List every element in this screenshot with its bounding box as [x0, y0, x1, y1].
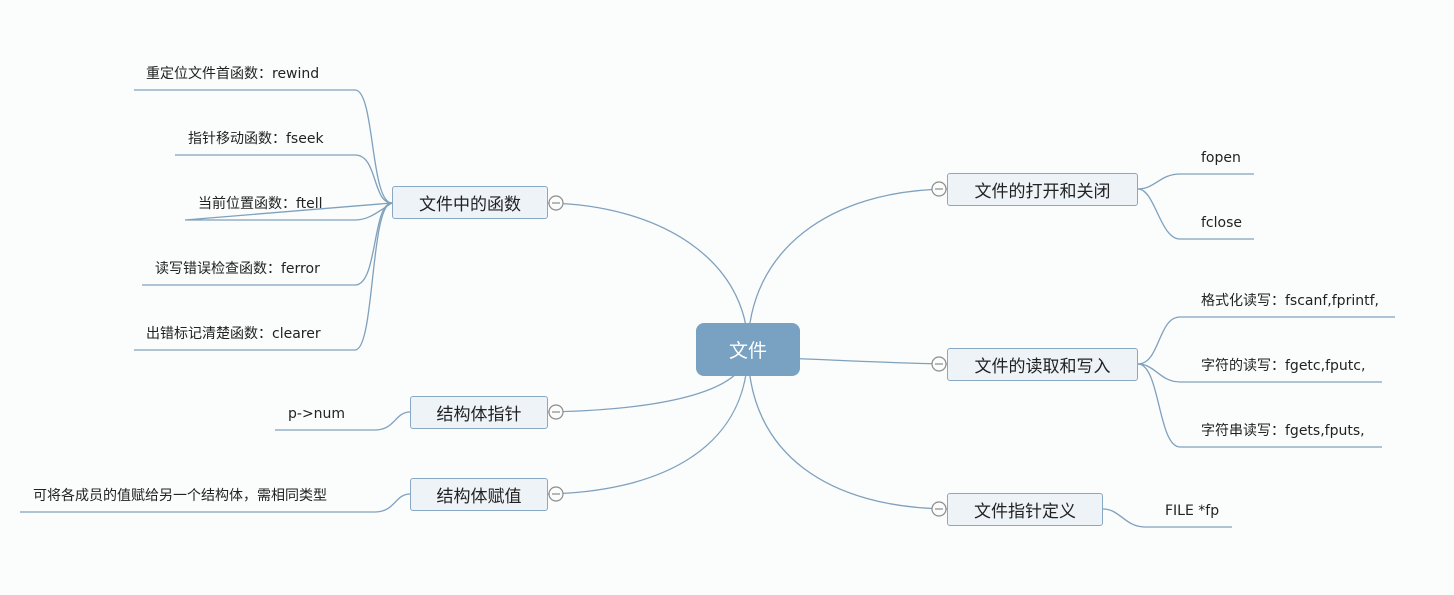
topic-label: 文件的读取和写入 [974, 357, 1111, 377]
topic-struct-assign[interactable]: 结构体赋值 [410, 478, 548, 511]
topic-label: 文件指针定义 [974, 502, 1076, 522]
connector-functions-fseek [175, 154, 393, 204]
subtopic-ferror[interactable]: 读写错误检查函数：ferror [155, 261, 320, 277]
connector-rw-string [1137, 363, 1382, 448]
topic-file-functions[interactable]: 文件中的函数 [392, 186, 548, 219]
connector-rw-format [1137, 316, 1395, 365]
subtopic-format-rw[interactable]: 格式化读写：fscanf,fprintf, [1201, 293, 1379, 309]
subtopic-rewind[interactable]: 重定位文件首函数：rewind [146, 66, 320, 82]
connector-root-open-close [747, 188, 949, 350]
collapse-toggle-read-write[interactable] [931, 356, 947, 372]
subtopic-p-num[interactable]: p->num [288, 406, 346, 422]
subtopic-fseek[interactable]: 指针移动函数：fseek [188, 131, 324, 147]
connector-functions-rewind [134, 89, 393, 204]
collapse-toggle-open-close[interactable] [931, 181, 947, 197]
connector-functions-clearer [134, 202, 393, 351]
topic-file-read-write[interactable]: 文件的读取和写入 [947, 348, 1138, 381]
connector-assign-text [20, 493, 411, 513]
collapse-toggle-struct-pointer[interactable] [548, 404, 564, 420]
subtopic-ftell[interactable]: 当前位置函数：ftell [198, 196, 323, 212]
topic-label: 结构体赋值 [436, 487, 522, 507]
subtopic-file-fp[interactable]: FILE *fp [1165, 503, 1220, 519]
connector-root-file-pointer [747, 348, 949, 510]
root-topic-label: 文件 [728, 340, 767, 362]
subtopic-fopen[interactable]: fopen [1201, 150, 1241, 166]
connector-open-fopen [1137, 173, 1254, 190]
topic-label: 结构体指针 [436, 405, 522, 425]
topic-label: 文件中的函数 [419, 195, 521, 215]
collapse-toggle-struct-assign[interactable] [548, 486, 564, 502]
connector-pointer-pnum [275, 411, 411, 431]
topic-label: 文件的打开和关闭 [974, 182, 1111, 202]
topic-struct-pointer[interactable]: 结构体指针 [410, 396, 548, 429]
topic-file-open-close[interactable]: 文件的打开和关闭 [947, 173, 1138, 206]
connector-root-struct-assign [547, 348, 749, 495]
root-topic[interactable]: 文件 [696, 323, 800, 376]
connector-rw-char [1137, 363, 1382, 383]
connector-root-functions [547, 202, 749, 350]
subtopic-char-rw[interactable]: 字符的读写：fgetc,fputc, [1201, 358, 1366, 374]
connector-fp-file [1102, 508, 1232, 528]
collapse-toggle-functions[interactable] [548, 195, 564, 211]
connector-open-fclose [1137, 188, 1254, 240]
subtopic-clearer[interactable]: 出错标记清楚函数：clearer [146, 326, 321, 342]
collapse-toggle-file-pointer[interactable] [931, 501, 947, 517]
subtopic-struct-assign-note[interactable]: 可将各成员的值赋给另一个结构体，需相同类型 [33, 488, 327, 504]
topic-file-pointer-definition[interactable]: 文件指针定义 [947, 493, 1103, 526]
subtopic-fclose[interactable]: fclose [1201, 215, 1242, 231]
subtopic-string-rw[interactable]: 字符串读写：fgets,fputs, [1201, 423, 1365, 439]
